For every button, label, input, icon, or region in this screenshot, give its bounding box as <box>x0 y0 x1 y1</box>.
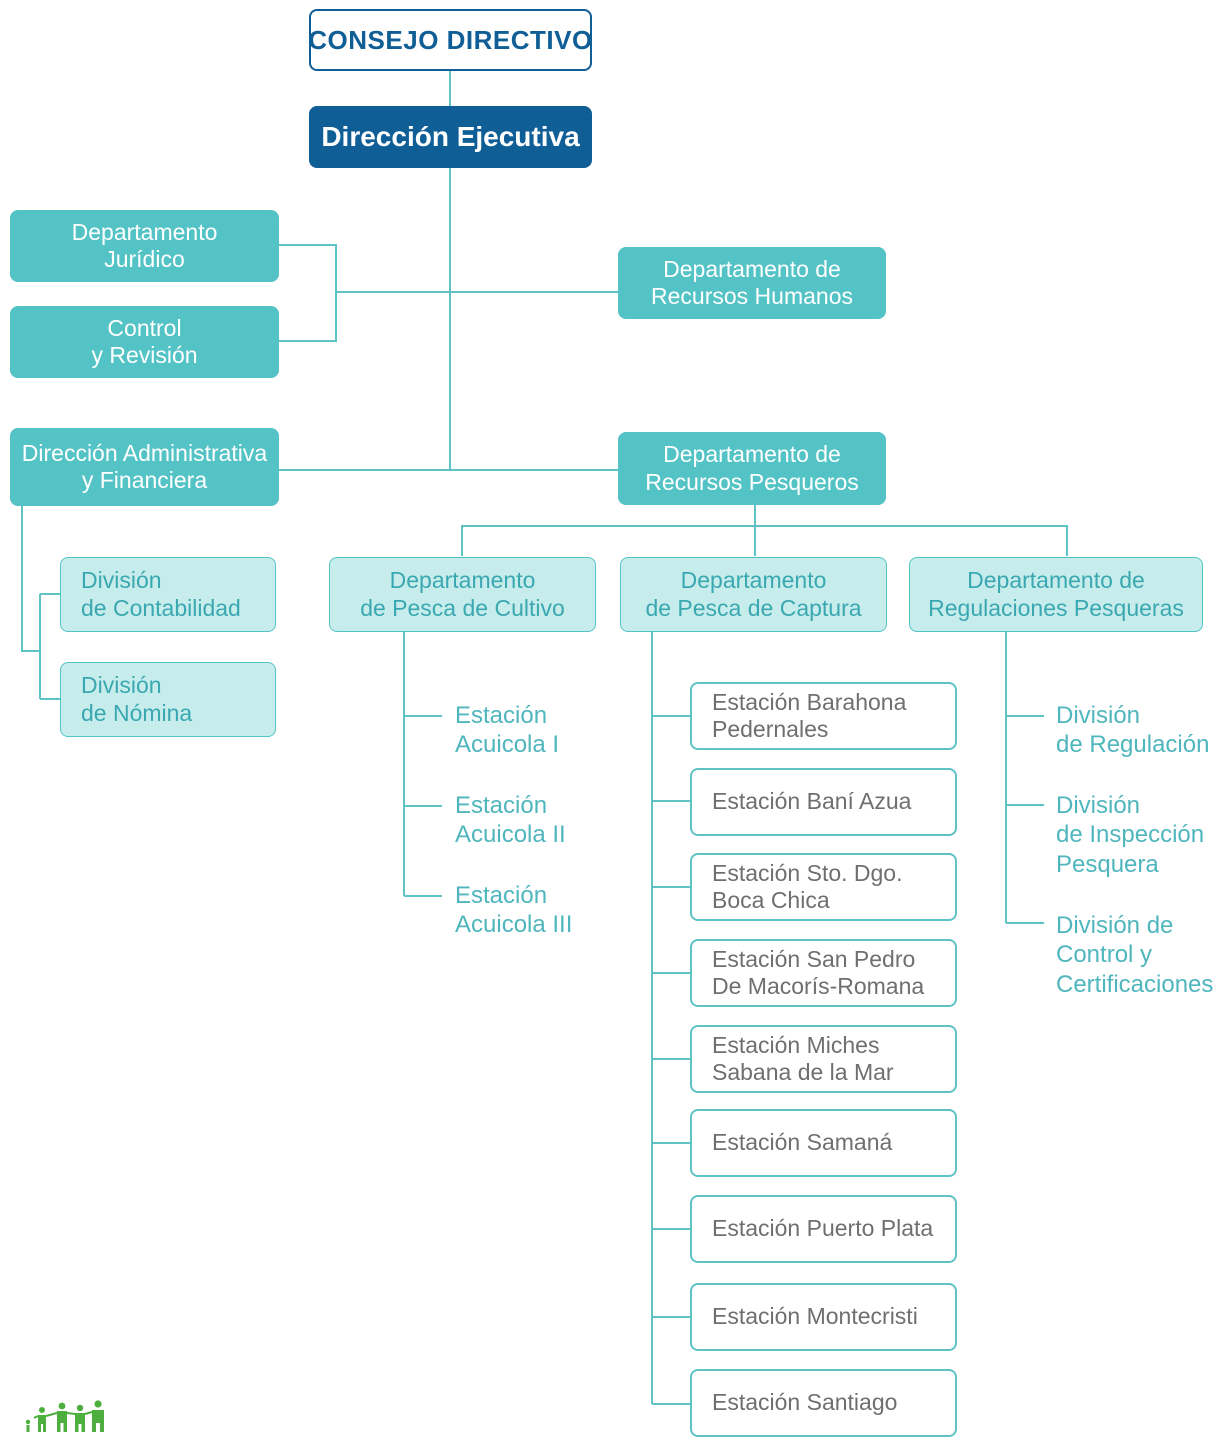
division-inspeccion: División de Inspección Pesquera <box>1056 791 1204 879</box>
estacion-santo-domingo-box: Estación Sto. Dgo. Boca Chica <box>690 853 957 921</box>
division-inspeccion-line2: de Inspección <box>1056 821 1205 849</box>
estacion-acuicola-3: Estación Acuicola III <box>455 881 572 940</box>
people-group-logo-icon <box>25 1400 104 1432</box>
estacion-acuicola-3-line1: Estación <box>455 882 548 909</box>
estacion-samana-label: Estación Samaná <box>712 1129 893 1156</box>
estacion-acuicola-1-line1: Estación <box>455 702 548 729</box>
control-revision-box: Control y Revisión <box>10 306 279 378</box>
consejo-directivo-box: CONSEJO DIRECTIVO <box>308 9 593 71</box>
division-nomina-line2: de Nómina <box>81 699 193 726</box>
recursos-humanos-line1: Departamento de <box>663 255 841 282</box>
pesca-cultivo-box: Departamento de Pesca de Cultivo <box>329 557 596 632</box>
estacion-acuicola-3-line2: Acuicola III <box>455 911 573 939</box>
regulaciones-pesqueras-box: Departamento de Regulaciones Pesqueras <box>909 557 1203 632</box>
estacion-acuicola-2: Estación Acuicola II <box>455 791 566 850</box>
division-contabilidad-box: División de Contabilidad <box>60 557 276 632</box>
estacion-montecristi-label: Estación Montecristi <box>712 1303 918 1330</box>
recursos-pesqueros-box: Departamento de Recursos Pesqueros <box>618 432 886 505</box>
recursos-pesqueros-line1: Departamento de <box>663 441 841 468</box>
estacion-san-pedro-line2: De Macorís-Romana <box>712 973 925 999</box>
estacion-bani-label: Estación Baní Azua <box>712 788 912 815</box>
division-regulacion-line1: División <box>1056 702 1141 729</box>
departamento-juridico-box: Departamento Jurídico <box>10 210 279 282</box>
estacion-barahona-line2: Pedernales <box>712 716 829 742</box>
division-nomina-box: División de Nómina <box>60 662 276 737</box>
division-regulacion-line2: de Regulación <box>1056 731 1210 759</box>
division-control-line2: Control y <box>1056 941 1153 969</box>
estacion-santiago-label: Estación Santiago <box>712 1389 898 1416</box>
control-revision-line2: y Revisión <box>91 342 198 368</box>
consejo-directivo-label: CONSEJO DIRECTIVO <box>308 24 593 55</box>
pesca-captura-line1: Departamento <box>680 567 827 594</box>
division-control-certificaciones: División de Control y Certificaciones <box>1056 911 1213 999</box>
pesca-captura-line2: de Pesca de Captura <box>645 594 862 621</box>
pesca-captura-box: Departamento de Pesca de Captura <box>620 557 887 632</box>
recursos-humanos-line2: Recursos Humanos <box>651 283 853 309</box>
estacion-acuicola-1-line2: Acuicola I <box>455 731 560 759</box>
direccion-ejecutiva-label: Dirección Ejecutiva <box>321 121 580 153</box>
estacion-bani-box: Estación Baní Azua <box>690 768 957 836</box>
estacion-montecristi-box: Estación Montecristi <box>690 1283 957 1351</box>
division-control-line3: Certificaciones <box>1056 970 1214 998</box>
direccion-ejecutiva-box: Dirección Ejecutiva <box>309 106 592 168</box>
pesca-cultivo-line2: de Pesca de Cultivo <box>360 594 565 621</box>
departamento-juridico-line1: Departamento <box>71 218 218 245</box>
estacion-samana-box: Estación Samaná <box>690 1109 957 1177</box>
estacion-santo-domingo-line2: Boca Chica <box>712 887 830 913</box>
recursos-pesqueros-line2: Recursos Pesqueros <box>645 468 859 495</box>
division-nomina-line1: División <box>81 672 162 699</box>
direccion-administrativa-line1: Dirección Administrativa <box>21 439 268 466</box>
division-contabilidad-line1: División <box>81 567 162 594</box>
estacion-barahona-box: Estación Barahona Pedernales <box>690 682 957 750</box>
recursos-humanos-box: Departamento de Recursos Humanos <box>618 247 886 319</box>
estacion-san-pedro-line1: Estación San Pedro <box>712 945 916 972</box>
estacion-puerto-plata-box: Estación Puerto Plata <box>690 1195 957 1263</box>
division-inspeccion-line3: Pesquera <box>1056 850 1159 878</box>
estacion-santo-domingo-line1: Estación Sto. Dgo. <box>712 859 903 886</box>
division-regulacion: División de Regulación <box>1056 701 1209 760</box>
division-contabilidad-line2: de Contabilidad <box>81 594 241 621</box>
estacion-puerto-plata-label: Estación Puerto Plata <box>712 1215 934 1242</box>
estacion-acuicola-2-line2: Acuicola II <box>455 821 566 849</box>
direccion-administrativa-line2: y Financiera <box>81 467 208 493</box>
departamento-juridico-line2: Jurídico <box>104 246 185 272</box>
estacion-barahona-line1: Estación Barahona <box>712 688 907 715</box>
estacion-santiago-box: Estación Santiago <box>690 1369 957 1437</box>
regulaciones-pesqueras-line1: Departamento de <box>967 567 1145 594</box>
direccion-administrativa-box: Dirección Administrativa y Financiera <box>10 428 279 506</box>
estacion-miches-line2: Sabana de la Mar <box>712 1059 894 1085</box>
estacion-san-pedro-box: Estación San Pedro De Macorís-Romana <box>690 939 957 1007</box>
division-inspeccion-line1: División <box>1056 792 1141 819</box>
control-revision-line1: Control <box>107 314 182 341</box>
regulaciones-pesqueras-line2: Regulaciones Pesqueras <box>928 594 1184 621</box>
estacion-acuicola-2-line1: Estación <box>455 792 548 819</box>
estacion-acuicola-1: Estación Acuicola I <box>455 701 559 760</box>
pesca-cultivo-line1: Departamento <box>389 567 536 594</box>
estacion-miches-line1: Estación Miches <box>712 1031 880 1058</box>
estacion-miches-box: Estación Miches Sabana de la Mar <box>690 1025 957 1093</box>
division-control-line1: División de <box>1056 912 1174 939</box>
